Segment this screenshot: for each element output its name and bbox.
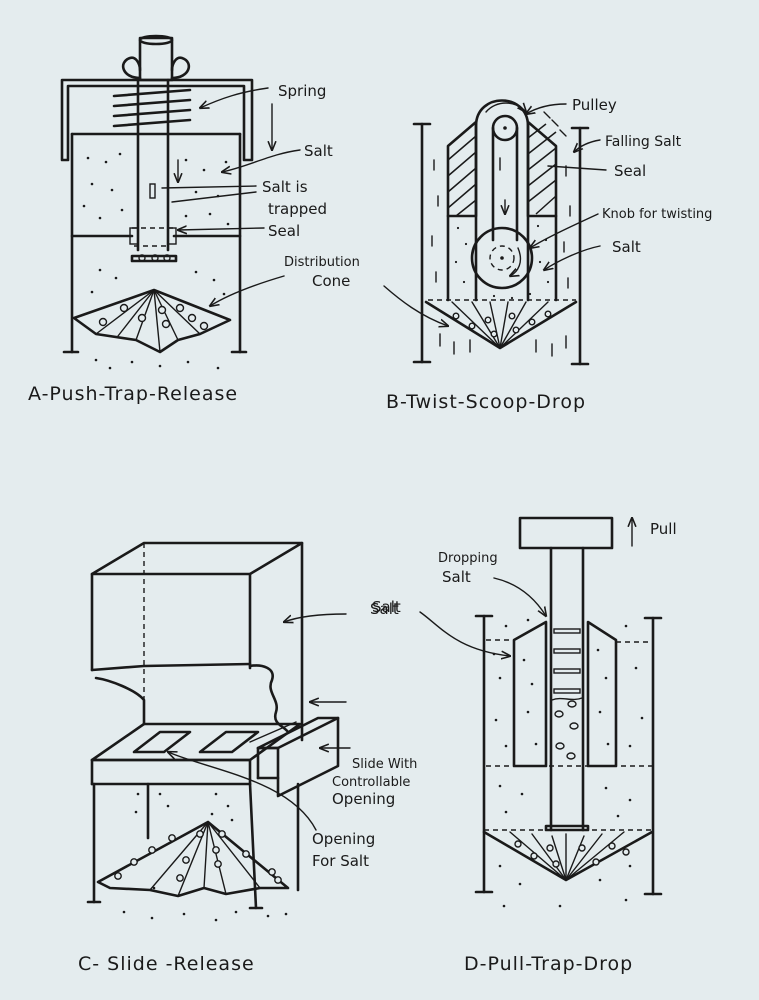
plunger-handle <box>121 34 191 82</box>
label-slide-line1: Slide With <box>352 757 417 772</box>
label-knob-for-twisting: Knob for twisting <box>602 207 712 222</box>
diagram-c-slide-release: Salt Slide With Controllable Opening Ope… <box>78 541 417 975</box>
label-distribution-cone-line2: Cone <box>312 272 350 290</box>
salt-opening-left <box>132 730 192 754</box>
label-salt: Salt <box>372 598 401 616</box>
salt-opening-right <box>198 730 260 754</box>
seal-hatched <box>446 120 558 302</box>
twist-knob <box>470 226 534 290</box>
label-opening-line2: For Salt <box>312 852 369 870</box>
label-salt-trapped-line1: Salt is <box>262 178 308 196</box>
caption-b: B-Twist-Scoop-Drop <box>386 391 586 413</box>
diagram-a-push-trap-release: Spring Salt Salt is trapped Seal Distrib… <box>28 34 360 405</box>
caption-c: C- Slide -Release <box>78 953 255 975</box>
slide-with-opening <box>249 716 340 798</box>
salt-particles <box>122 792 288 922</box>
salt-particles <box>431 111 571 357</box>
label-salt: Salt <box>304 142 333 160</box>
salt-particles <box>492 618 644 908</box>
label-seal: Seal <box>268 222 300 240</box>
distribution-cone <box>482 830 654 882</box>
label-falling-salt: Falling Salt <box>605 134 682 150</box>
label-salt: Salt <box>612 238 641 256</box>
label-salt: Salt <box>370 600 399 618</box>
caption-a: A-Push-Trap-Release <box>28 383 238 405</box>
diagram-d-pull-trap-drop: Pull Dropping Salt Salt D-Pull-Trap-Drop <box>372 516 677 975</box>
label-pulley: Pulley <box>572 96 617 114</box>
label-distribution-cone-line1: Distribution <box>284 255 360 270</box>
label-salt-trapped-line2: trapped <box>268 200 327 218</box>
label-seal: Seal <box>614 162 646 180</box>
label-slide-line2: Controllable <box>332 775 410 790</box>
trap-slots <box>544 628 590 832</box>
slide-tray <box>90 722 302 786</box>
label-pull: Pull <box>650 520 677 538</box>
spring-coil <box>112 88 192 128</box>
distribution-cone <box>424 300 578 350</box>
salt-container <box>62 132 248 354</box>
caption-d: D-Pull-Trap-Drop <box>464 953 633 975</box>
label-dropping-salt-line1: Dropping <box>438 551 498 566</box>
pull-handle <box>518 516 614 550</box>
label-spring: Spring <box>278 82 326 100</box>
salt-hopper-box <box>90 541 304 742</box>
push-cap <box>60 78 254 162</box>
diagram-b-twist-scoop-drop: Pulley Falling Salt Seal Knob for twisti… <box>383 96 712 413</box>
label-opening-line1: Opening <box>312 830 375 848</box>
distribution-cone <box>72 288 232 354</box>
salt-particles <box>82 152 230 370</box>
distribution-cone <box>96 820 290 898</box>
label-dropping-salt-line2: Salt <box>442 568 471 586</box>
label-slide-line3: Opening <box>332 790 395 808</box>
